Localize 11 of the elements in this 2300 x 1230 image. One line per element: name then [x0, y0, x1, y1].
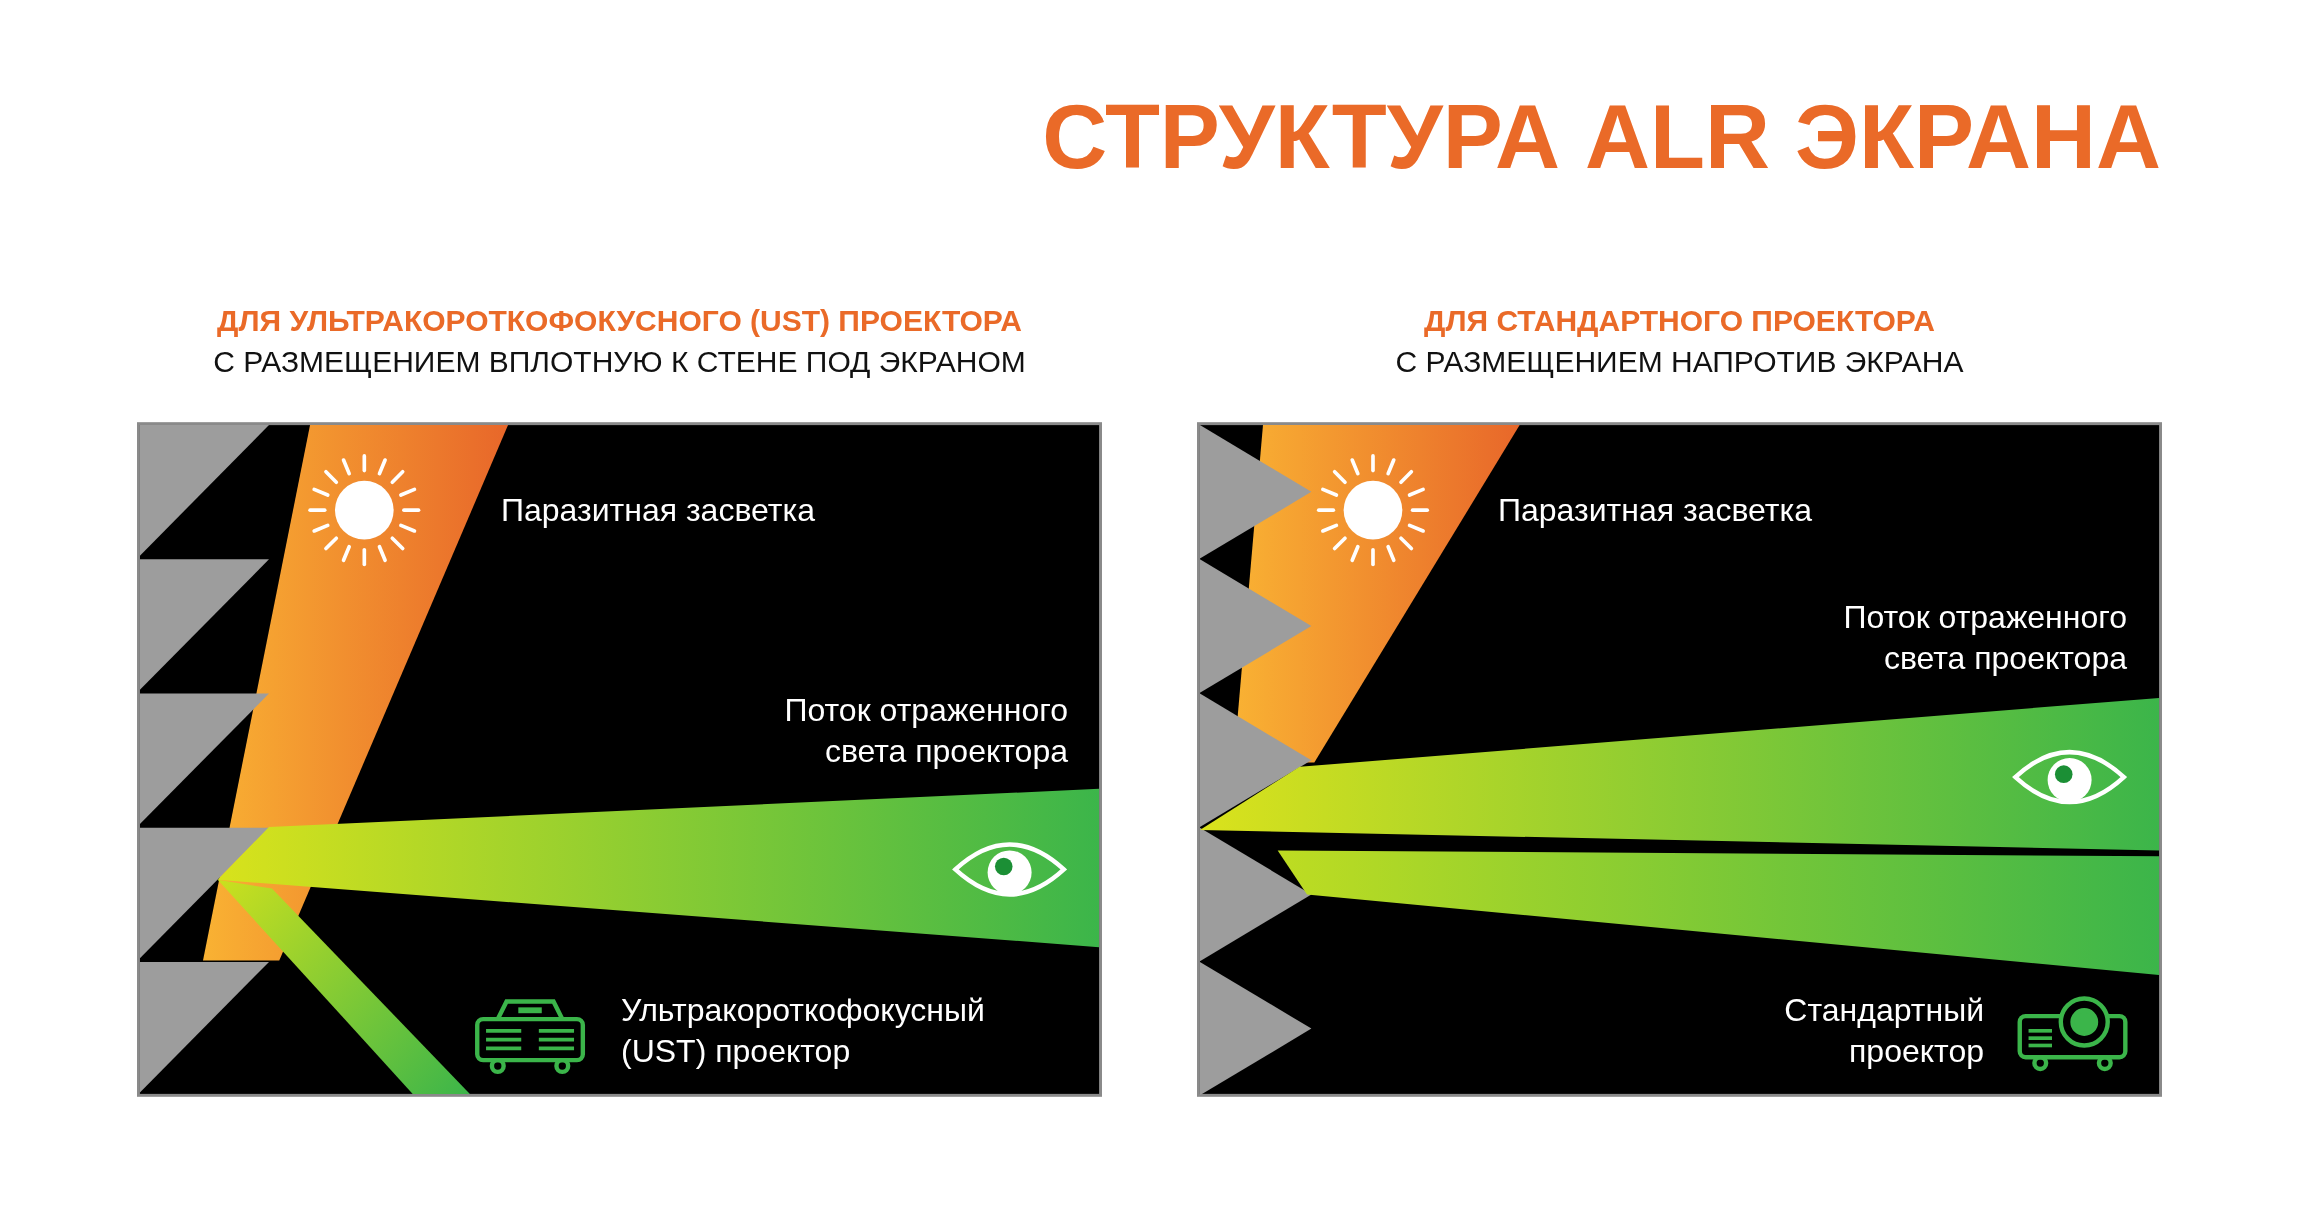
title: СТРУКТУРА ALR ЭКРАНА — [1042, 92, 2161, 182]
light-label: Поток отраженного света проектора — [783, 691, 1068, 771]
light-label: Ультракороткофокусный (UST) проектор — [621, 991, 986, 1071]
panel-heading: ДЛЯ СТАНДАРТНОГО ПРОЕКТОРА — [1424, 303, 1935, 339]
light-label: Паразитная засветка — [501, 491, 816, 530]
panel-subheading: С РАЗМЕЩЕНИЕМ НАПРОТИВ ЭКРАНА — [1395, 344, 1964, 380]
light-label: Поток отраженного света проектора — [1842, 598, 2127, 678]
panel-heading: ДЛЯ УЛЬТРАКОРОТКОФОКУСНОГО (UST) ПРОЕКТОРА — [217, 303, 1022, 339]
light-label: Стандартный проектор — [1783, 991, 1984, 1071]
panel-subheading: С РАЗМЕЩЕНИЕМ ВПЛОТНУЮ К СТЕНЕ ПОД ЭКРАНОМ — [213, 344, 1026, 380]
light-label: Паразитная засветка — [1498, 491, 1813, 530]
